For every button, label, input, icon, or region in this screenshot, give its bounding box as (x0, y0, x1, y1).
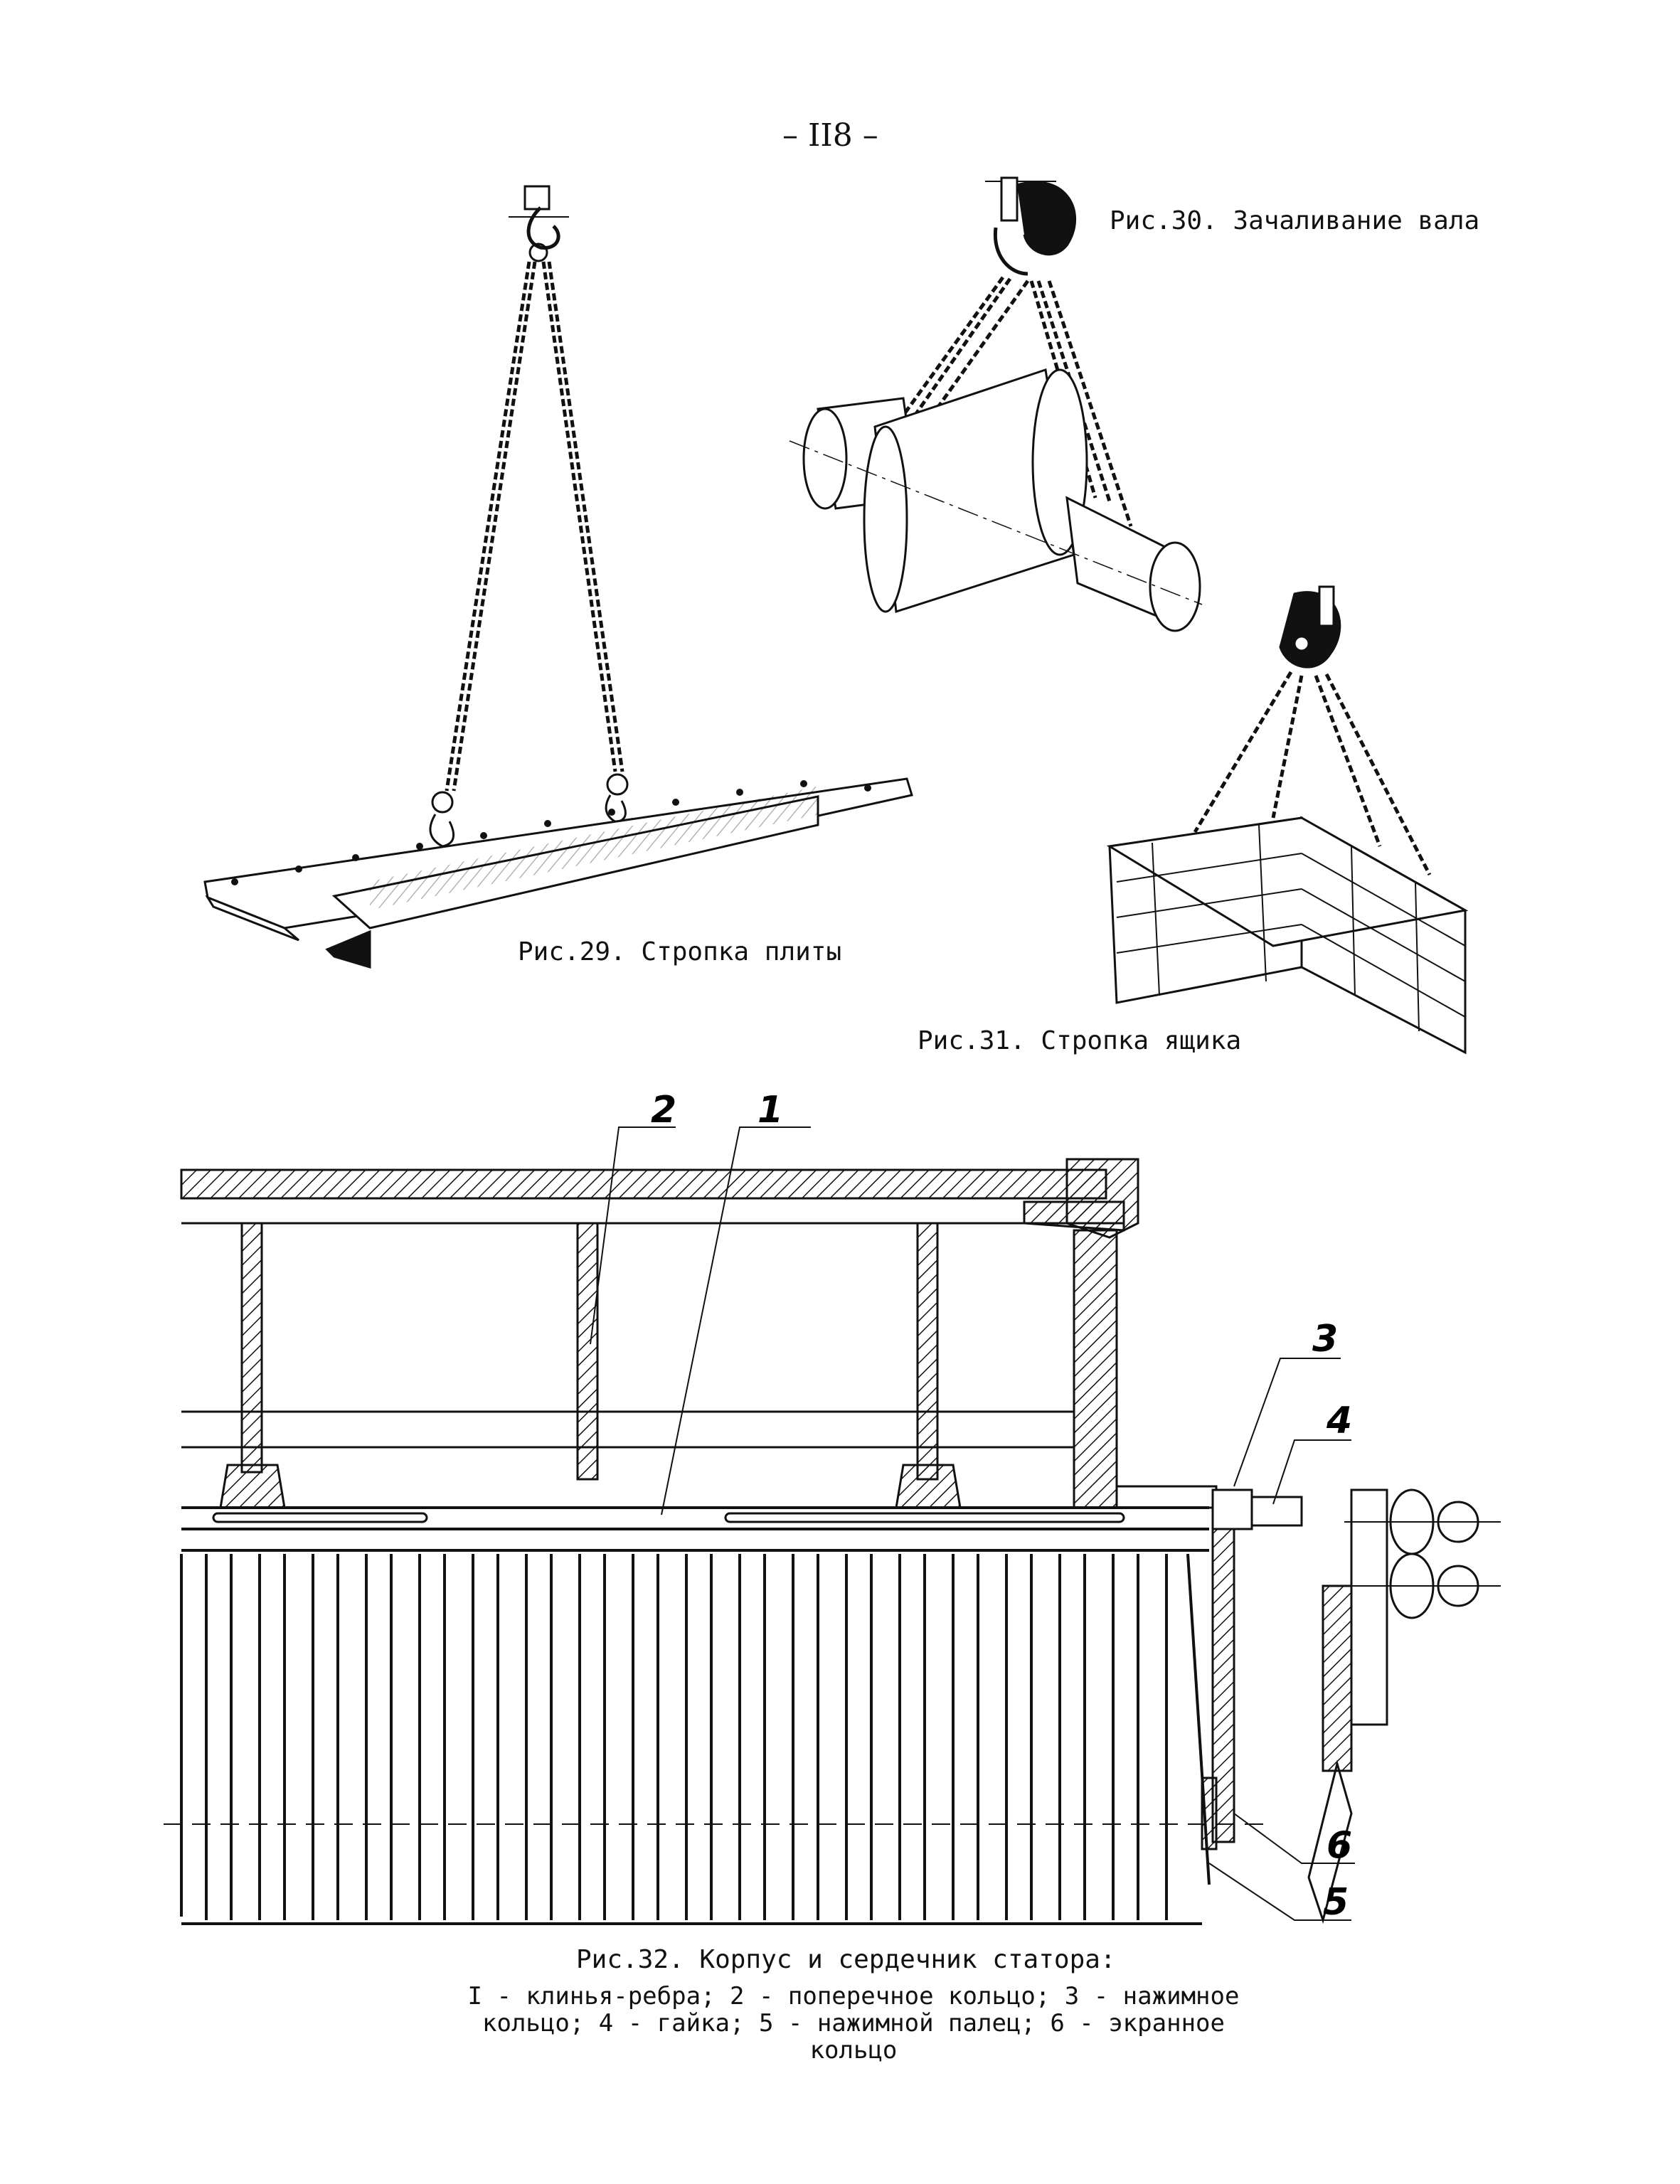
page-number: – II8 – (782, 117, 878, 154)
legend-line: кольцо (809, 2036, 898, 2065)
fig32-stator-drawing (164, 1126, 1501, 1925)
leader-2 (590, 1126, 676, 1345)
rib (916, 1222, 939, 1481)
callout-6: 6 (1327, 1824, 1352, 1867)
callout-2: 2 (651, 1089, 676, 1131)
shackle-icon-left (429, 791, 455, 848)
fig32-legend: I - клинья-ребра; 2 - поперечное кольцо;… (427, 1983, 1280, 2064)
legend-line: I - клинья-ребра; 2 - поперечное кольцо;… (467, 1982, 1240, 2010)
leader-4 (1272, 1439, 1351, 1505)
fig32-caption: Рис.32. Корпус и сердечник статора: (576, 1945, 1116, 1974)
fig30-caption: Рис.30. Зачаливание вала (1110, 206, 1480, 235)
screen-ring (1201, 1777, 1218, 1850)
leader-3 (1233, 1358, 1341, 1487)
fig29-caption: Рис.29. Стропка плиты (518, 937, 842, 966)
fig29-plate-sling-drawing (203, 185, 913, 969)
crane-hook-icon (509, 185, 569, 262)
nut (1211, 1488, 1253, 1530)
legend-line: кольцо; 4 - гайка; 5 - нажимной палец; 6… (482, 2009, 1225, 2037)
fig31-caption: Рис.31. Стропка ящика (918, 1026, 1242, 1055)
shackle-icon-right (605, 773, 629, 824)
pulley-assembly (1344, 1488, 1501, 1726)
fig31-crate-sling-drawing (1106, 585, 1469, 1055)
callout-4: 4 (1326, 1400, 1352, 1442)
sling-ropes (445, 261, 624, 792)
leader-1 (661, 1126, 811, 1516)
crane-hook-icon (1279, 585, 1341, 668)
crate-top (1106, 816, 1469, 947)
leader-5 (1208, 1863, 1351, 1921)
leader-6 (1233, 1813, 1355, 1864)
stator-shell (180, 1168, 1107, 1200)
callout-1: 1 (757, 1089, 783, 1131)
crane-hook-icon (985, 176, 1076, 276)
callout-5: 5 (1323, 1881, 1349, 1924)
rib (576, 1222, 599, 1481)
rib (240, 1222, 263, 1474)
callout-3: 3 (1312, 1318, 1338, 1360)
stator-core-teeth (180, 1553, 1211, 1920)
sling-ropes (1193, 671, 1432, 876)
end-flange (1073, 1229, 1118, 1509)
fig30-shaft-sling-drawing (789, 176, 1203, 632)
